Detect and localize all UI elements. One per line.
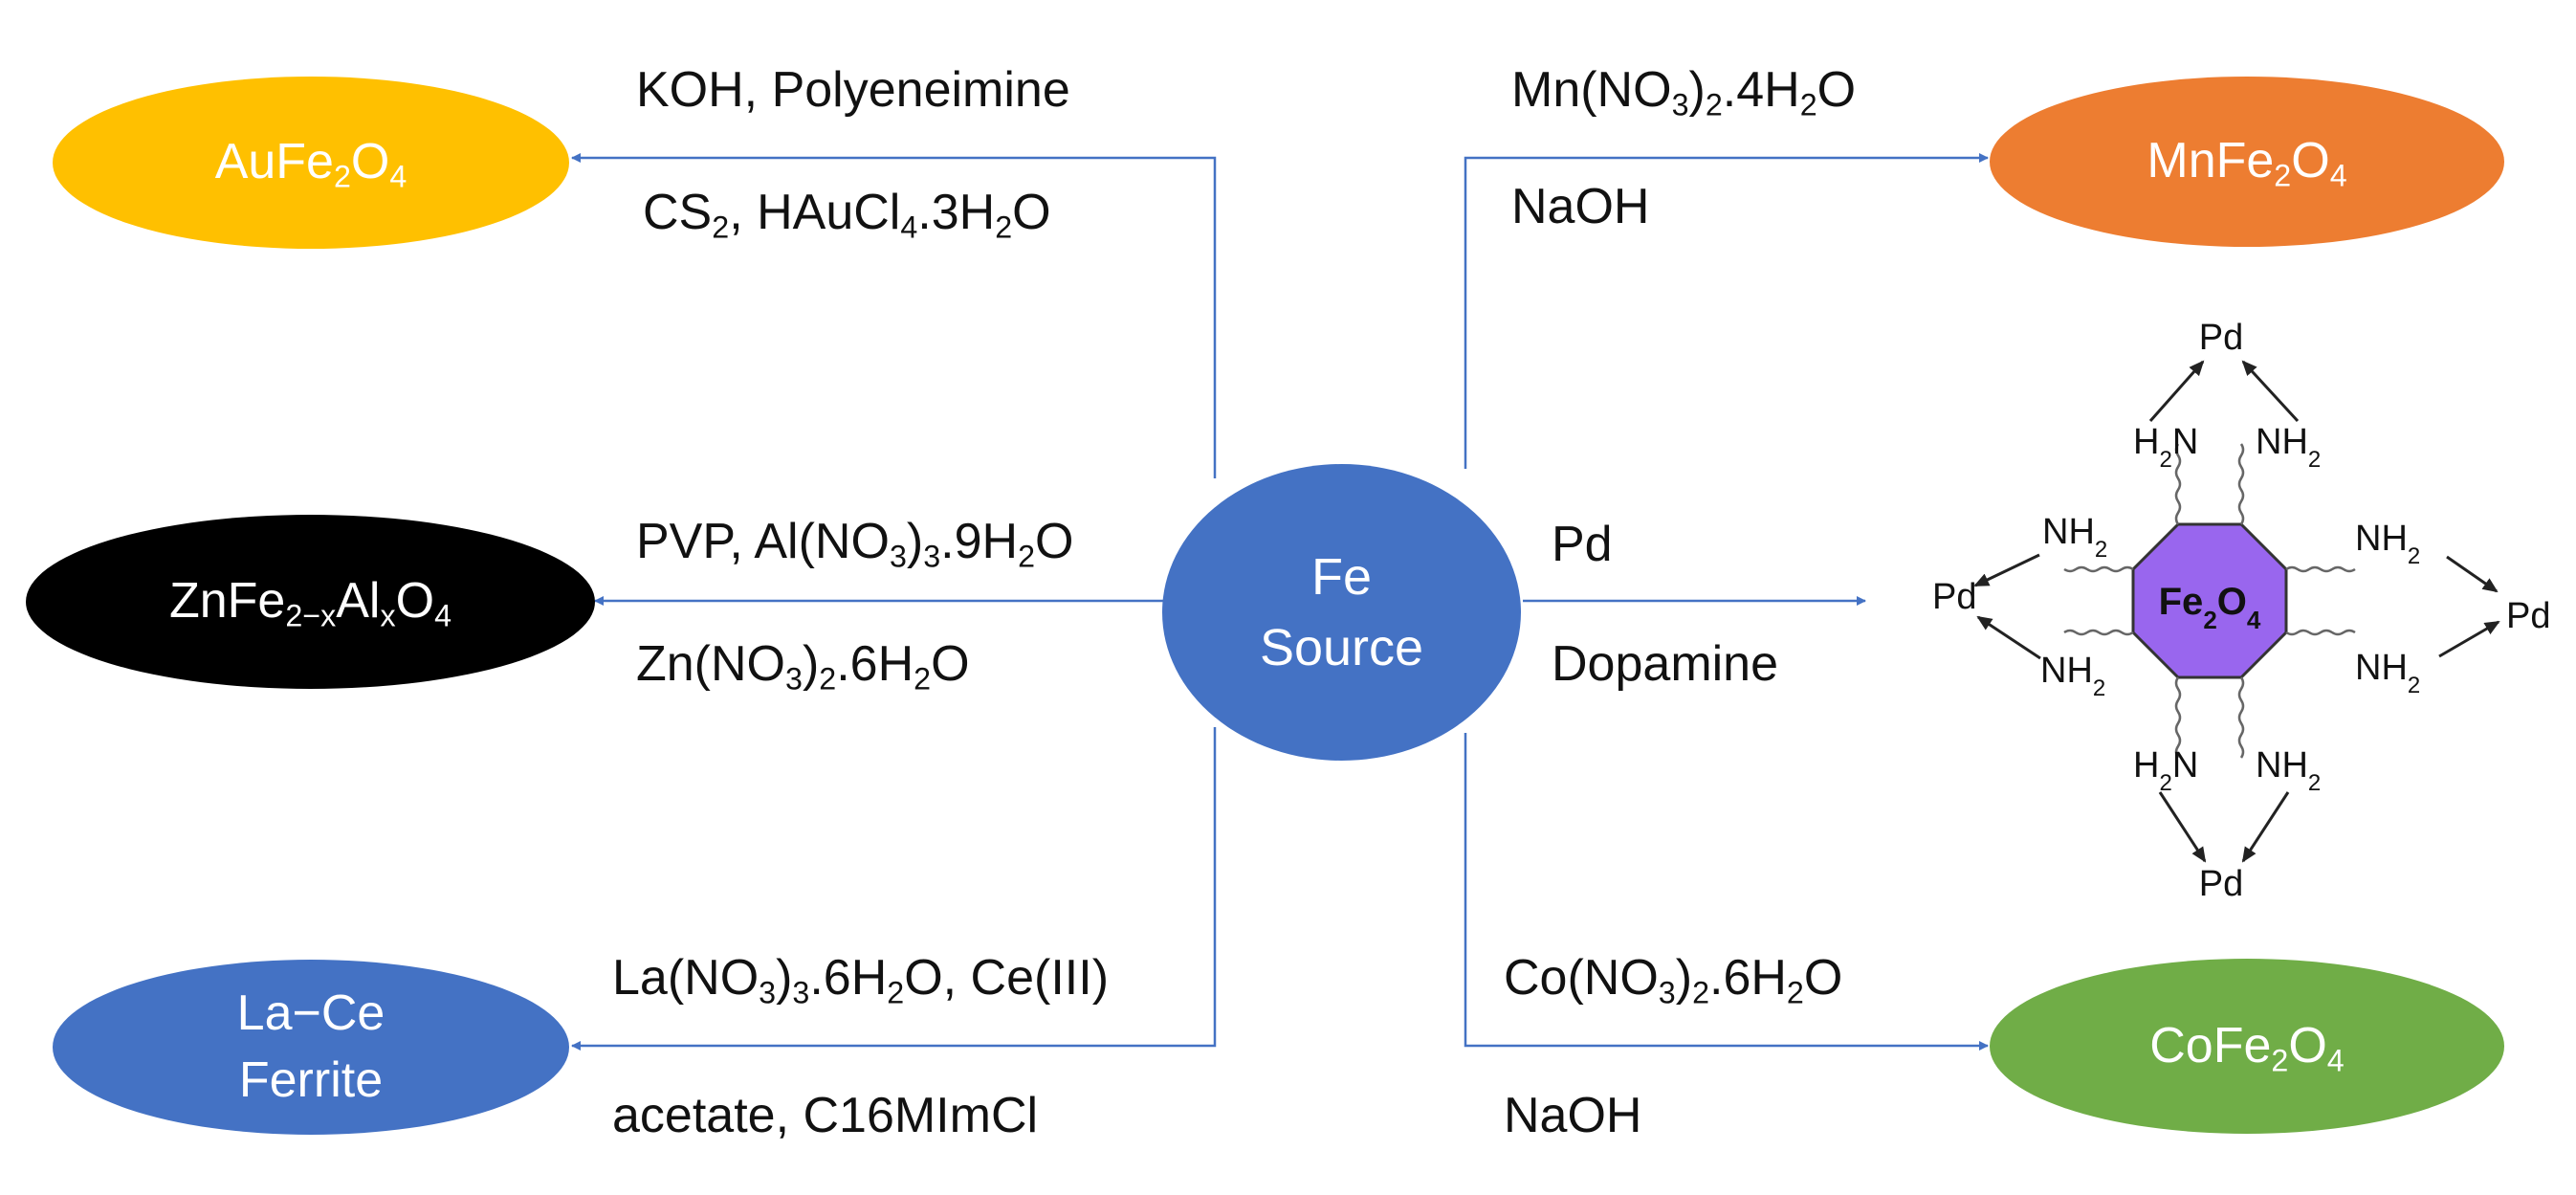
reagent-la-bottom: acetate, C16MImCl bbox=[612, 1088, 1039, 1143]
pd-top: Pd bbox=[2199, 318, 2243, 358]
mnfe2o4-node: MnFe2O4 bbox=[1990, 77, 2504, 247]
fe-source-line1: Fe bbox=[1310, 547, 1373, 606]
znfe-node: ZnFe2−xAlxO4 bbox=[26, 515, 595, 689]
lace-line1: La−Ce bbox=[236, 985, 385, 1041]
connector-au bbox=[571, 153, 1217, 478]
cofe2o4-node: CoFe2O4 bbox=[1990, 959, 2504, 1134]
pd-left: Pd bbox=[1932, 577, 1976, 617]
fe-source-line2: Source bbox=[1259, 619, 1424, 676]
reagent-mn-bottom: NaOH bbox=[1511, 179, 1650, 234]
reagent-co-bottom: NaOH bbox=[1504, 1088, 1642, 1143]
nh2-right-lower: NH2 bbox=[2355, 648, 2420, 698]
connector-mn bbox=[1464, 153, 1989, 469]
mnfe2o4-label: MnFe2O4 bbox=[2147, 133, 2347, 193]
cofe2o4-label: CoFe2O4 bbox=[2149, 1017, 2345, 1078]
fe-source-node: Fe Source bbox=[1162, 464, 1521, 761]
fe2o4-pd-structure: Fe2O4 H2N NH2 NH2 NH2 NH2 NH2 H2N NH2 Pd… bbox=[1932, 318, 2550, 904]
nh2-top-left: H2N bbox=[2133, 422, 2198, 473]
nh2-bottom-right: NH2 bbox=[2256, 745, 2321, 796]
reagent-la-top: La(NO3)3.6H2O, Ce(III) bbox=[612, 950, 1110, 1010]
pd-bottom: Pd bbox=[2199, 864, 2243, 904]
reagent-au-top: KOH, Polyeneimine bbox=[636, 62, 1070, 118]
lace-ferrite-node: La−Ce Ferrite bbox=[53, 960, 569, 1135]
znfe-label: ZnFe2−xAlxO4 bbox=[168, 573, 451, 633]
pd-right: Pd bbox=[2506, 596, 2550, 636]
nh2-left-lower: NH2 bbox=[2040, 651, 2105, 701]
nh2-right-upper: NH2 bbox=[2355, 519, 2420, 569]
nh2-bottom-left: H2N bbox=[2133, 745, 2198, 796]
reagent-zn-bottom: Zn(NO3)2.6H2O bbox=[636, 636, 970, 697]
reagent-co-top: Co(NO3)2.6H2O bbox=[1504, 950, 1843, 1010]
nh2-left-upper: NH2 bbox=[2042, 512, 2107, 563]
aufe2o4-label: AuFe2O4 bbox=[214, 134, 407, 194]
connector-co bbox=[1464, 733, 1989, 1051]
fe2o4-octagon bbox=[2131, 522, 2288, 679]
connector-la bbox=[571, 727, 1217, 1051]
nh2-top-right: NH2 bbox=[2256, 422, 2321, 473]
reagent-pd-bottom: Dopamine bbox=[1552, 636, 1779, 692]
aufe2o4-node: AuFe2O4 bbox=[53, 77, 569, 249]
reagent-mn-top: Mn(NO3)2.4H2O bbox=[1511, 62, 1857, 122]
lace-line2: Ferrite bbox=[238, 1051, 384, 1108]
reagent-zn-top: PVP, Al(NO3)3.9H2O bbox=[636, 514, 1074, 574]
reagent-pd-top: Pd bbox=[1552, 517, 1613, 572]
reagent-au-bottom: CS2, HAuCl4.3H2O bbox=[643, 185, 1051, 245]
